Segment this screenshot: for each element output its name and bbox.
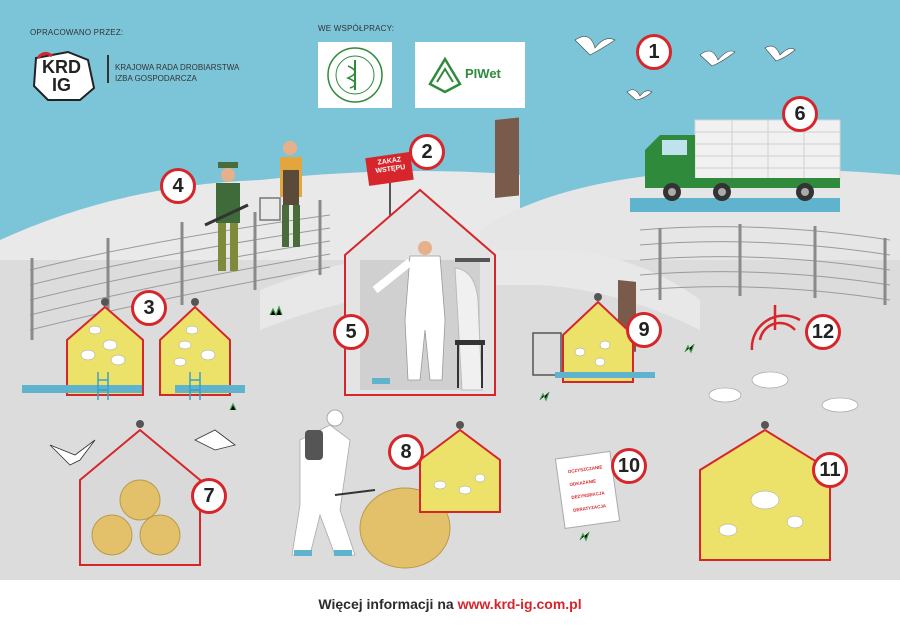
stop-sign-board bbox=[365, 151, 414, 186]
krd-org-name-1: KRAJOWA RADA DROBIARSTWA bbox=[115, 63, 240, 72]
checklist-item-2: ODKAŻANIE bbox=[569, 478, 597, 488]
logo-divider bbox=[107, 55, 109, 83]
water-strip-left-2 bbox=[175, 385, 245, 393]
piwet-logo: PIWet bbox=[415, 42, 525, 108]
badge-9: 9 bbox=[626, 312, 662, 348]
straw-storage-7 bbox=[79, 420, 201, 566]
badge-2: 2 bbox=[409, 134, 445, 170]
poultry-house-3b bbox=[159, 298, 231, 396]
badge-7: 7 bbox=[191, 478, 227, 514]
cleaning-checklist bbox=[554, 450, 621, 529]
poultry-house-8 bbox=[419, 421, 501, 513]
alarm-signal bbox=[750, 305, 801, 351]
grass-tufts bbox=[229, 305, 695, 542]
badge-5: 5 bbox=[333, 314, 369, 350]
dead-birds bbox=[708, 371, 859, 413]
poultry-house-9 bbox=[532, 293, 655, 383]
badge-3: 3 bbox=[131, 290, 167, 326]
giw-seal-icon bbox=[327, 47, 383, 103]
prepared-by-label: OPRACOWANO PRZEZ: bbox=[30, 28, 124, 37]
badge-12: 12 bbox=[805, 314, 841, 350]
wild-birds bbox=[574, 36, 796, 101]
krd-logo-text-1: KRD bbox=[42, 57, 81, 77]
krd-ig-logo: KRD IG bbox=[28, 48, 98, 103]
hygiene-room-illustration bbox=[344, 188, 496, 396]
footer-text: Więcej informacji na bbox=[318, 595, 454, 612]
checklist-item-1: OCZYSZCZANIE bbox=[567, 464, 603, 475]
fence-posts-right bbox=[658, 224, 887, 305]
giw-logo bbox=[318, 42, 392, 108]
cooperation-label: WE WSPÓŁPRACY: bbox=[318, 24, 395, 33]
badge-8: 8 bbox=[388, 434, 424, 470]
storks bbox=[49, 429, 236, 466]
badge-1: 1 bbox=[636, 34, 672, 70]
checklist-item-3: DEZYNSEKCJA bbox=[571, 490, 605, 500]
krd-map-icon bbox=[32, 50, 96, 101]
ladders bbox=[97, 372, 201, 400]
footer-url-link[interactable]: www.krd-ig.com.pl bbox=[457, 595, 582, 612]
checklist-text: OCZYSZCZANIE ODKAŻANIE DEZYNSEKCJA DERAT… bbox=[567, 459, 617, 512]
badge-11: 11 bbox=[812, 452, 848, 488]
krd-logo-text-2: IG bbox=[52, 75, 72, 95]
truck-illustration bbox=[630, 119, 841, 212]
badge-6: 6 bbox=[782, 96, 818, 132]
piwet-logo-text: PIWet bbox=[465, 66, 501, 81]
krd-org-name-2: IZBA GOSPODARCZA bbox=[115, 74, 197, 83]
badge-10: 10 bbox=[611, 448, 647, 484]
footer: Więcej informacji na www.krd-ig.com.pl bbox=[0, 580, 900, 627]
poultry-house-11 bbox=[699, 421, 831, 561]
badge-4: 4 bbox=[160, 168, 196, 204]
poultry-house-3a bbox=[66, 298, 144, 396]
fence-right bbox=[639, 226, 891, 301]
gate-left bbox=[495, 117, 519, 198]
piwet-mark-icon bbox=[428, 56, 462, 94]
hunters-illustration bbox=[204, 141, 302, 271]
water-strip-left bbox=[22, 385, 142, 393]
chickens-3 bbox=[80, 325, 216, 367]
